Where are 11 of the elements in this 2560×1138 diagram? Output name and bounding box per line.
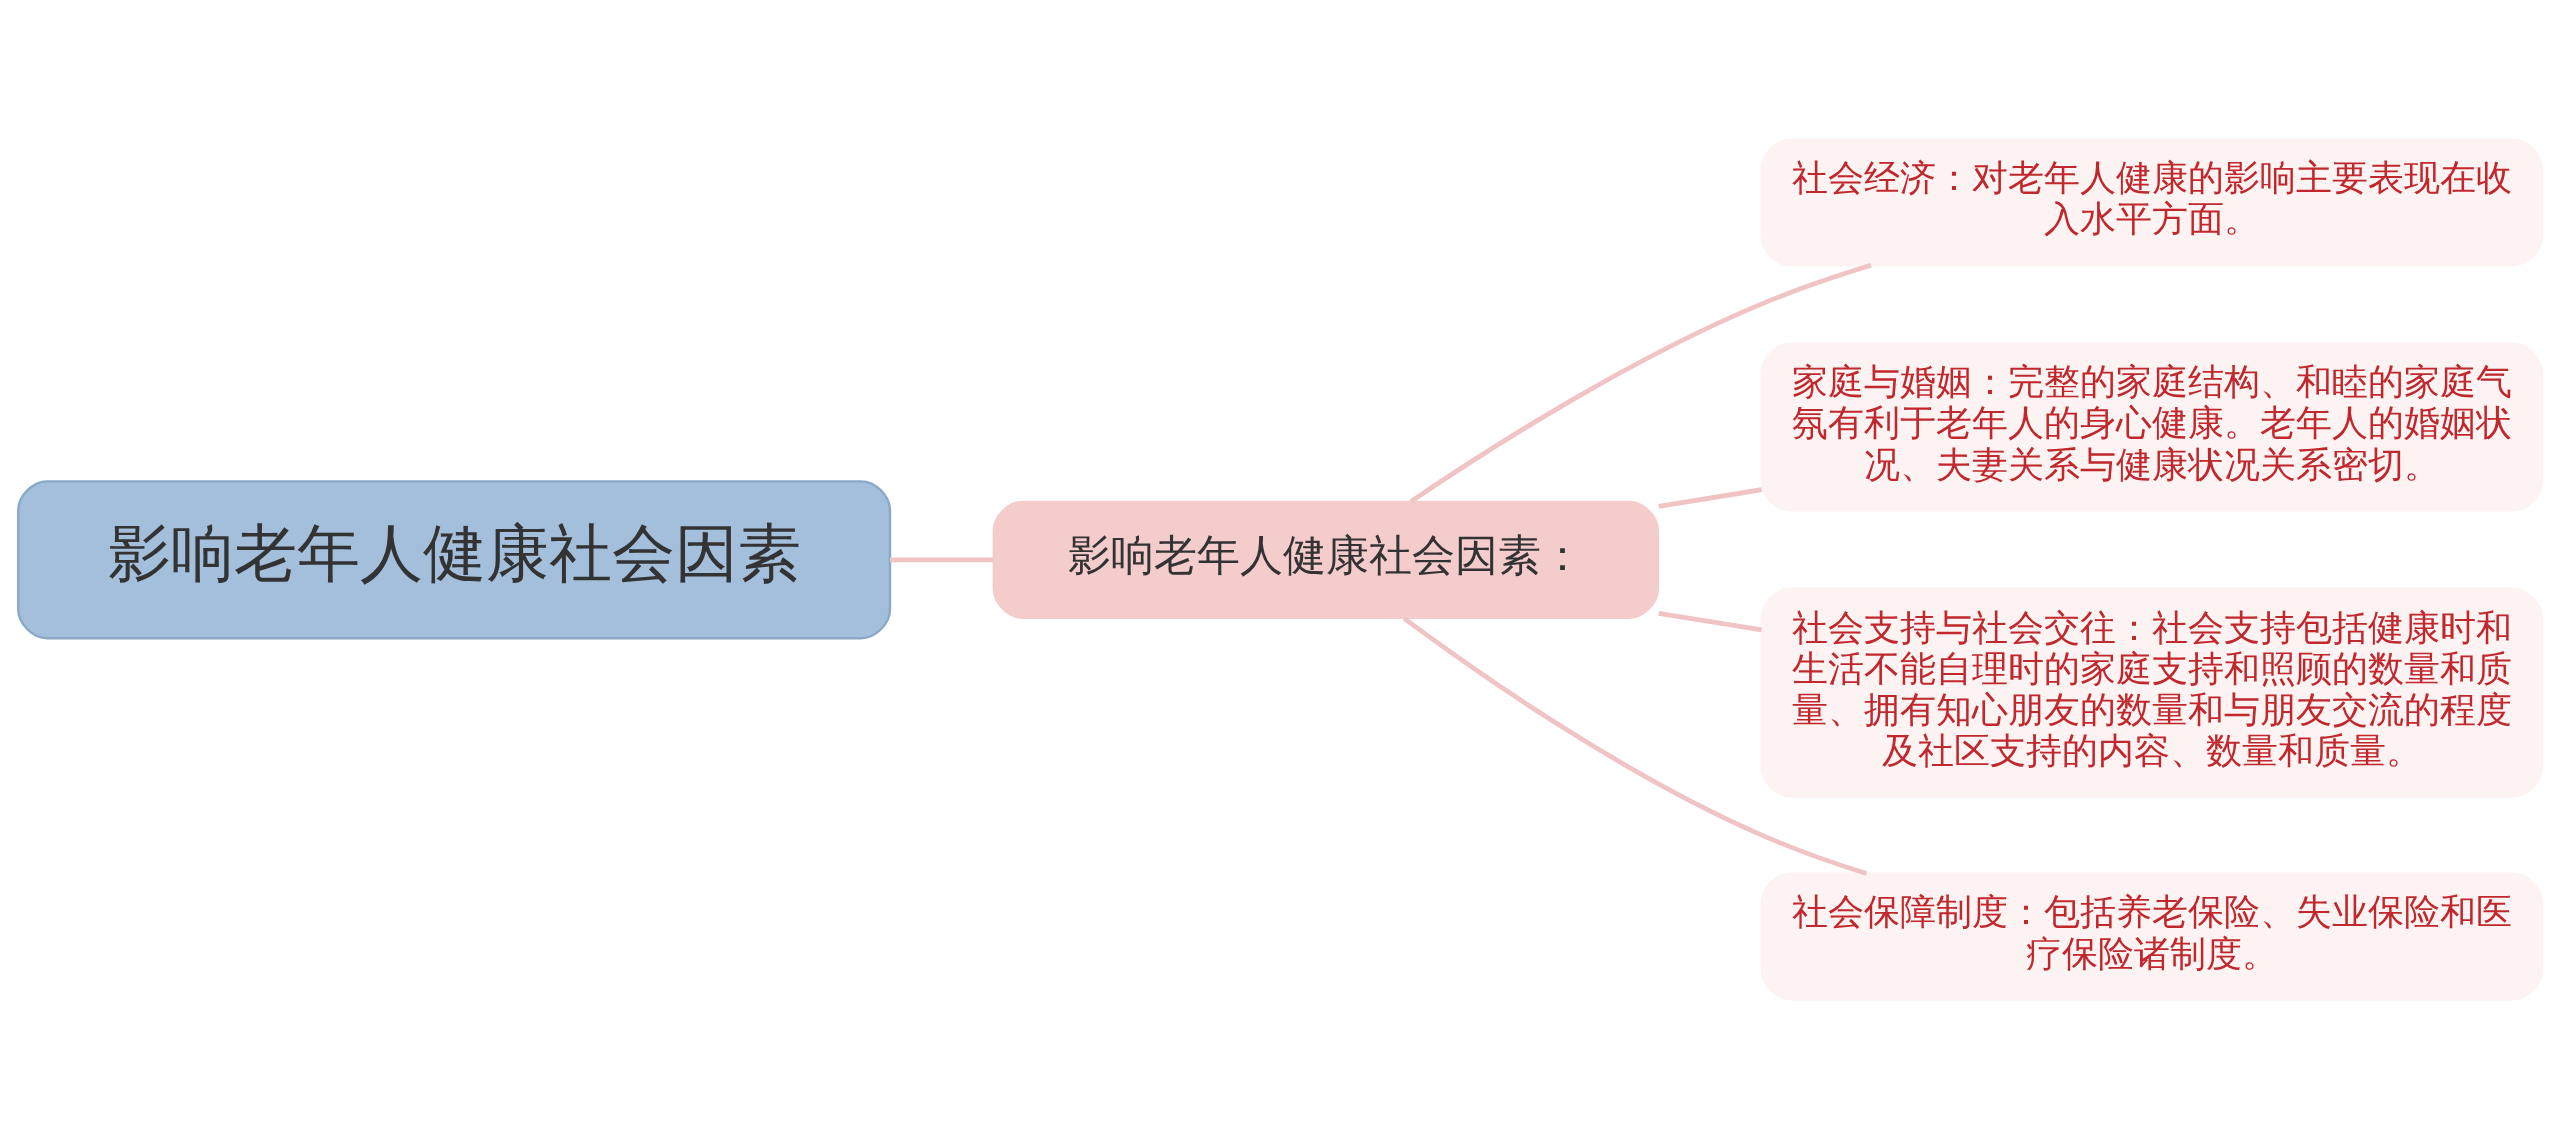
- connector: [1658, 610, 1762, 632]
- node-box: 家庭与婚姻：完整的家庭结构、和睦的家庭气氛有利于老年人的身心健康。老年人的婚姻状况、夫妻关系与健康状况关系密切。: [1760, 342, 2543, 512]
- node-box: 影响老年人健康社会因素：: [992, 500, 1660, 619]
- node-box: 社会保障制度：包括养老保险、失业保险和医疗保险诸制度。: [1760, 872, 2543, 1001]
- connector: [1402, 615, 1868, 876]
- node-box: 社会支持与社会交往：社会支持包括健康时和生活不能自理时的家庭支持和照顾的数量和质量、拥有知心朋友的数量和与朋友交流的程度及社区支持的内容、数量和质量。: [1760, 587, 2543, 798]
- node-box: 社会经济：对老年人健康的影响主要表现在收入水平方面。: [1760, 137, 2543, 266]
- node-box: 影响老年人健康社会因素: [17, 479, 892, 640]
- connector: [890, 556, 994, 562]
- connector: [1658, 486, 1762, 509]
- connector: [1409, 262, 1872, 504]
